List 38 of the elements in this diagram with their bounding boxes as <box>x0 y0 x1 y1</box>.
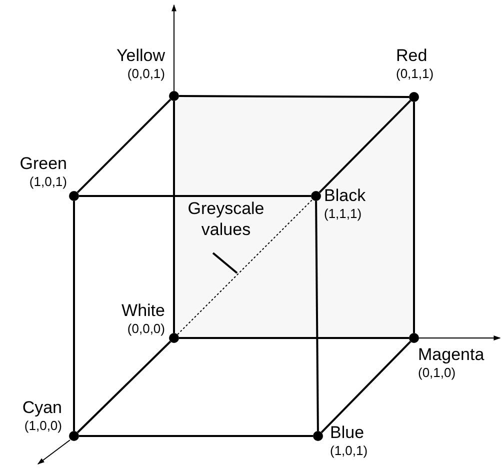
vertex-dot <box>69 191 79 201</box>
coordinate-label: (1,0,0) <box>23 418 62 434</box>
coordinate-label: (0,0,1) <box>126 66 165 82</box>
cube-edge <box>73 201 75 431</box>
coordinate-label: (0,0,0) <box>126 321 165 337</box>
color-name-label: Blue <box>330 423 366 444</box>
coordinate-label: (1,1,1) <box>324 206 363 222</box>
color-name-label: Cyan <box>22 398 62 418</box>
cube-edge <box>79 195 311 197</box>
cube-edge <box>179 337 409 339</box>
cube-edge <box>173 101 175 333</box>
coordinate-label: (1,0,1) <box>330 443 368 459</box>
cube-edge <box>318 100 412 194</box>
vertex-dot <box>409 333 419 343</box>
cube-edge <box>76 98 172 194</box>
coordinate-label: (0,1,1) <box>396 66 434 82</box>
cube-edge <box>79 435 313 437</box>
vertex-dot <box>69 431 79 441</box>
color-name-label: Red <box>396 46 428 66</box>
cube-edge <box>179 95 409 98</box>
color-name-label: Yellow <box>116 46 165 66</box>
cube-edge <box>320 340 412 434</box>
vertex-dot <box>409 92 419 102</box>
cube-edge <box>76 340 172 434</box>
vertex-dot <box>169 333 179 343</box>
color-name-label: White <box>122 301 165 322</box>
color-name-label: Black <box>324 186 366 206</box>
diagonal-line <box>177 199 313 335</box>
color-name-label: Green <box>20 154 67 174</box>
vertex-dot <box>169 91 179 101</box>
coordinate-label: (1,0,1) <box>28 174 67 190</box>
coordinate-label: (0,1,0) <box>418 365 457 381</box>
leader-line <box>212 252 238 274</box>
vertex-dot <box>313 431 323 441</box>
callout-text: Greyscale values <box>178 198 274 240</box>
color-name-label: Magenta <box>418 345 484 366</box>
cube-edge <box>315 201 319 431</box>
cube-edge <box>413 102 415 333</box>
